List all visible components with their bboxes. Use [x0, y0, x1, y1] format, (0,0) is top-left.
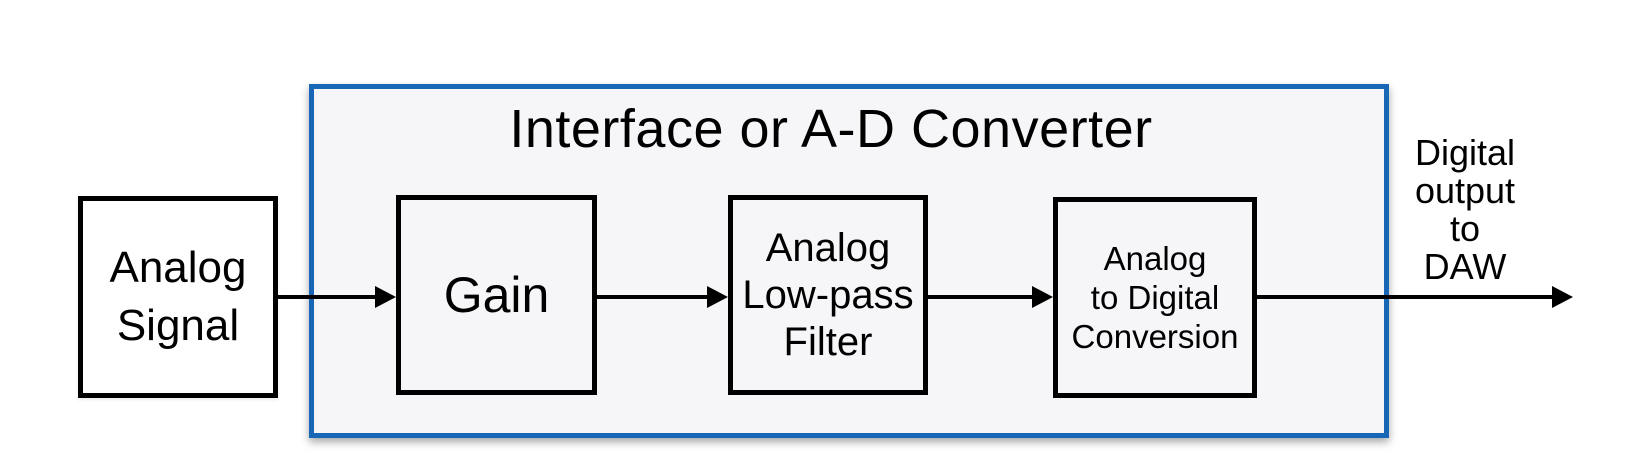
- digital-output-label: Digital output to DAW: [1414, 132, 1516, 287]
- node-label: Gain: [443, 267, 550, 323]
- arrow-head-icon: [1032, 286, 1053, 308]
- arrow-head-icon: [1552, 286, 1573, 308]
- arrow-head-icon: [707, 286, 728, 308]
- arrow-head-icon: [375, 286, 396, 308]
- arrow-line: [928, 295, 1034, 299]
- node-label: Analog Signal: [109, 243, 247, 350]
- arrow-line: [1257, 295, 1554, 299]
- node-label: Analog Low-pass Filter: [742, 225, 914, 364]
- arrow-line: [597, 295, 709, 299]
- ad-converter-group: [309, 84, 1389, 438]
- node-adc: Analog to Digital Conversion: [1053, 197, 1257, 398]
- node-analog-signal: Analog Signal: [78, 196, 278, 398]
- node-label: Analog to Digital Conversion: [1071, 240, 1239, 355]
- node-lowpass-filter: Analog Low-pass Filter: [728, 195, 928, 395]
- arrow-line: [278, 295, 377, 299]
- group-title: Interface or A-D Converter: [509, 99, 1153, 159]
- node-gain: Gain: [396, 195, 597, 395]
